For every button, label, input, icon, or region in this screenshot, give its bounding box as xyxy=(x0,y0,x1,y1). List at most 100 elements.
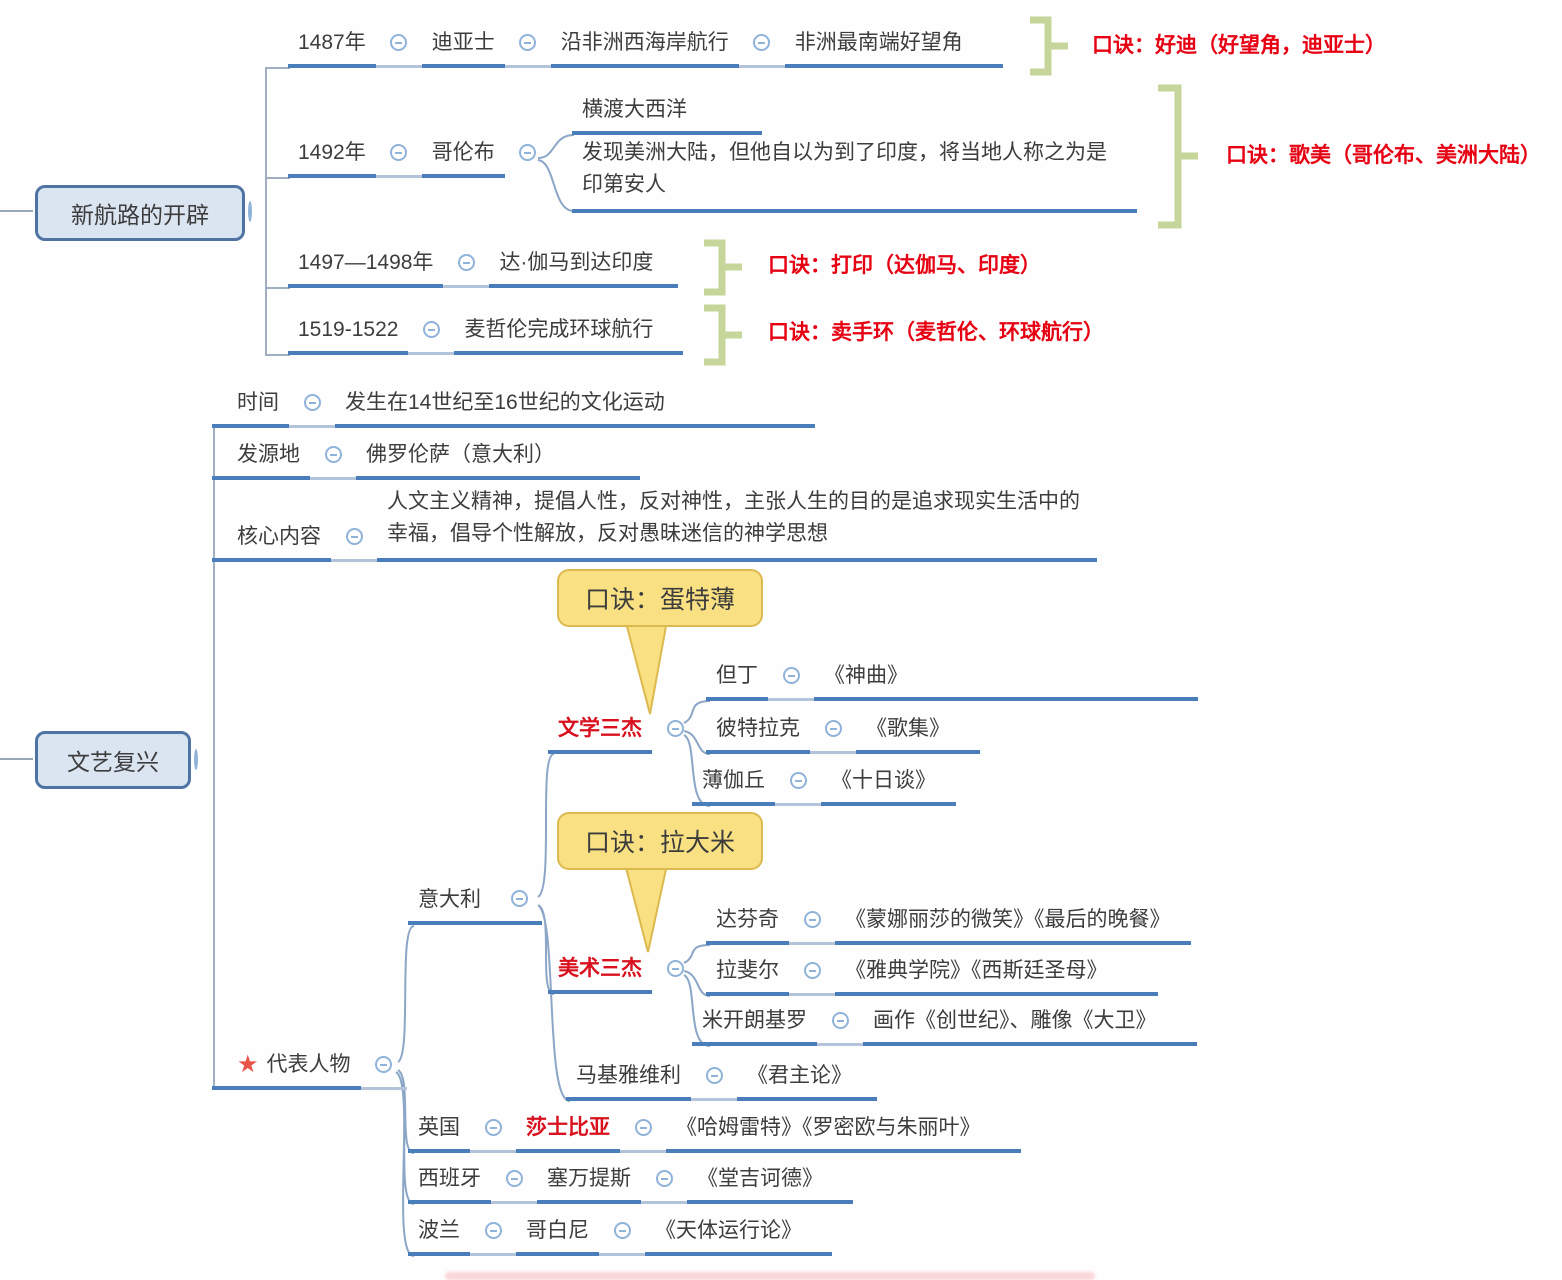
topic-work[interactable]: 《雅典学院》《西斯廷圣母》 xyxy=(835,958,1158,996)
branch-row-poland: 波兰 哥白尼 《天体运行论》 xyxy=(408,1218,832,1256)
collapse-icon[interactable] xyxy=(789,772,807,789)
topic-person[interactable]: 拉斐尔 xyxy=(706,958,789,996)
summary-bracket xyxy=(1030,16,1068,76)
topic-person[interactable]: 莎士比亚 xyxy=(516,1115,620,1153)
topic-figures[interactable]: ★ 代表人物 xyxy=(212,1052,361,1090)
connector-cell xyxy=(810,720,856,754)
topic-person[interactable]: 塞万提斯 xyxy=(537,1166,641,1204)
topic-year[interactable]: 1519-1522 xyxy=(288,317,409,355)
collapse-icon[interactable] xyxy=(390,34,408,51)
topic-value[interactable]: 发生在14世纪至16世纪的文化运动 xyxy=(335,390,815,428)
topic-country[interactable]: 意大利 xyxy=(408,887,496,925)
topic-trio[interactable]: 美术三杰 xyxy=(548,956,652,994)
branch-row-boccaccio: 薄伽丘 《十日谈》 xyxy=(692,768,956,806)
collapse-icon[interactable] xyxy=(655,1170,673,1187)
topic-detail[interactable]: 发现美洲大陆，但他自以为到了印度，将当地人称之为是印第安人 xyxy=(572,137,1137,213)
collapse-icon[interactable] xyxy=(824,720,842,737)
topic-result[interactable]: 非洲最南端好望角 xyxy=(784,30,1003,68)
mnemonic-text[interactable]: 口诀：打印（达伽马、印度） xyxy=(768,254,1041,277)
topic-work[interactable]: 《君主论》 xyxy=(737,1063,877,1101)
branch-row-origin: 发源地 佛罗伦萨（意大利） xyxy=(212,442,640,480)
branch-split-figures xyxy=(395,925,415,1257)
topic-label[interactable]: 核心内容 xyxy=(212,524,331,562)
collapse-icon[interactable] xyxy=(484,1119,502,1136)
branch-row-art-trio: 美术三杰 xyxy=(548,956,698,994)
topic-explorer[interactable]: 哥伦布 xyxy=(421,140,505,178)
collapse-icon[interactable] xyxy=(705,1067,723,1084)
connector-cell xyxy=(470,1222,516,1256)
connector-cell xyxy=(652,720,698,754)
topic-country[interactable]: 西班牙 xyxy=(408,1166,491,1204)
branch-row-dante: 但丁 《神曲》 xyxy=(706,663,1198,701)
collapse-icon[interactable] xyxy=(666,960,684,977)
collapse-icon[interactable] xyxy=(345,528,363,545)
collapse-icon[interactable] xyxy=(457,254,475,271)
collapse-icon[interactable] xyxy=(484,1222,502,1239)
topic-work[interactable]: 《堂吉诃德》 xyxy=(687,1166,853,1204)
star-icon: ★ xyxy=(237,1051,259,1078)
topic-event[interactable]: 达·伽马到达印度 xyxy=(489,250,679,288)
collapse-icon[interactable] xyxy=(303,394,321,411)
branch-row-literature-trio: 文学三杰 xyxy=(548,716,698,754)
collapse-icon[interactable] xyxy=(519,34,537,51)
mnemonic-text[interactable]: 口诀：歌美（哥伦布、美洲大陆） xyxy=(1226,144,1541,167)
collapse-icon[interactable] xyxy=(422,321,440,338)
topic-work[interactable]: 《十日谈》 xyxy=(821,768,956,806)
topic-work[interactable]: 《蒙娜丽莎的微笑》《最后的晚餐》 xyxy=(835,907,1191,945)
topic-person[interactable]: 马基雅维利 xyxy=(566,1063,691,1101)
collapse-icon[interactable] xyxy=(803,962,821,979)
topic-trio[interactable]: 文学三杰 xyxy=(548,716,652,754)
topic-person[interactable]: 米开朗基罗 xyxy=(692,1008,817,1046)
collapse-icon[interactable] xyxy=(634,1119,652,1136)
collapse-icon[interactable] xyxy=(666,720,684,737)
collapse-icon[interactable] xyxy=(831,1012,849,1029)
collapse-icon[interactable] xyxy=(324,446,342,463)
topic-work[interactable]: 画作《创世纪》、雕像《大卫》 xyxy=(863,1008,1197,1046)
collapse-icon[interactable] xyxy=(519,144,537,161)
collapse-icon[interactable] xyxy=(390,144,408,161)
collapse-icon[interactable] xyxy=(753,34,771,51)
connector-cell xyxy=(408,321,455,355)
collapse-icon[interactable] xyxy=(248,201,252,222)
collapse-icon[interactable] xyxy=(803,911,821,928)
topic-value[interactable]: 佛罗伦萨（意大利） xyxy=(356,442,640,480)
topic-event[interactable]: 麦哲伦完成环球航行 xyxy=(454,317,684,355)
collapse-icon[interactable] xyxy=(782,667,800,684)
collapse-icon[interactable] xyxy=(510,890,528,907)
minus-glyph xyxy=(248,201,252,222)
topic-explorer[interactable]: 迪亚士 xyxy=(421,30,505,68)
connector-cell xyxy=(691,1067,737,1101)
main-topic-voyages[interactable]: 新航路的开辟 xyxy=(35,185,245,241)
topic-route[interactable]: 沿非洲西海岸航行 xyxy=(550,30,739,68)
topic-year[interactable]: 1492年 xyxy=(288,140,376,178)
topic-country[interactable]: 英国 xyxy=(408,1115,470,1153)
callout-art-mnemonic[interactable]: 口诀：拉大米 xyxy=(557,812,763,870)
topic-work[interactable]: 《哈姆雷特》《罗密欧与朱丽叶》 xyxy=(666,1115,1021,1153)
topic-person[interactable]: 达芬奇 xyxy=(706,907,789,945)
branch-row-figures: ★ 代表人物 xyxy=(212,1052,407,1090)
topic-country[interactable]: 波兰 xyxy=(408,1218,470,1256)
collapse-icon[interactable] xyxy=(613,1222,631,1239)
topic-year[interactable]: 1487年 xyxy=(288,30,376,68)
topic-detail[interactable]: 横渡大西洋 xyxy=(572,97,762,135)
topic-work[interactable]: 《天体运行论》 xyxy=(645,1218,832,1256)
collapse-icon[interactable] xyxy=(375,1056,393,1073)
topic-person[interactable]: 哥白尼 xyxy=(516,1218,599,1256)
topic-label[interactable]: 时间 xyxy=(212,390,289,428)
callout-literature-mnemonic[interactable]: 口诀：蛋特薄 xyxy=(557,569,763,627)
branch-row-michelangelo: 米开朗基罗 画作《创世纪》、雕像《大卫》 xyxy=(692,1008,1197,1046)
topic-label[interactable]: 发源地 xyxy=(212,442,310,480)
topic-year[interactable]: 1497—1498年 xyxy=(288,250,444,288)
collapse-icon[interactable] xyxy=(194,749,198,770)
topic-work[interactable]: 《歌集》 xyxy=(856,716,980,754)
topic-value[interactable]: 人文主义精神，提倡人性，反对神性，主张人生的目的是追求现实生活中的幸福，倡导个性… xyxy=(377,486,1097,562)
topic-person[interactable]: 薄伽丘 xyxy=(692,768,775,806)
branch-row-1497: 1497—1498年 达·伽马到达印度 xyxy=(288,250,679,288)
collapse-icon[interactable] xyxy=(505,1170,523,1187)
topic-person[interactable]: 但丁 xyxy=(706,663,768,701)
mnemonic-text[interactable]: 口诀：好迪（好望角，迪亚士） xyxy=(1092,34,1386,57)
mnemonic-text[interactable]: 口诀：卖手环（麦哲伦、环球航行） xyxy=(768,321,1104,344)
topic-work[interactable]: 《神曲》 xyxy=(814,663,1198,701)
main-topic-renaissance[interactable]: 文艺复兴 xyxy=(35,731,191,789)
topic-person[interactable]: 彼特拉克 xyxy=(706,716,810,754)
